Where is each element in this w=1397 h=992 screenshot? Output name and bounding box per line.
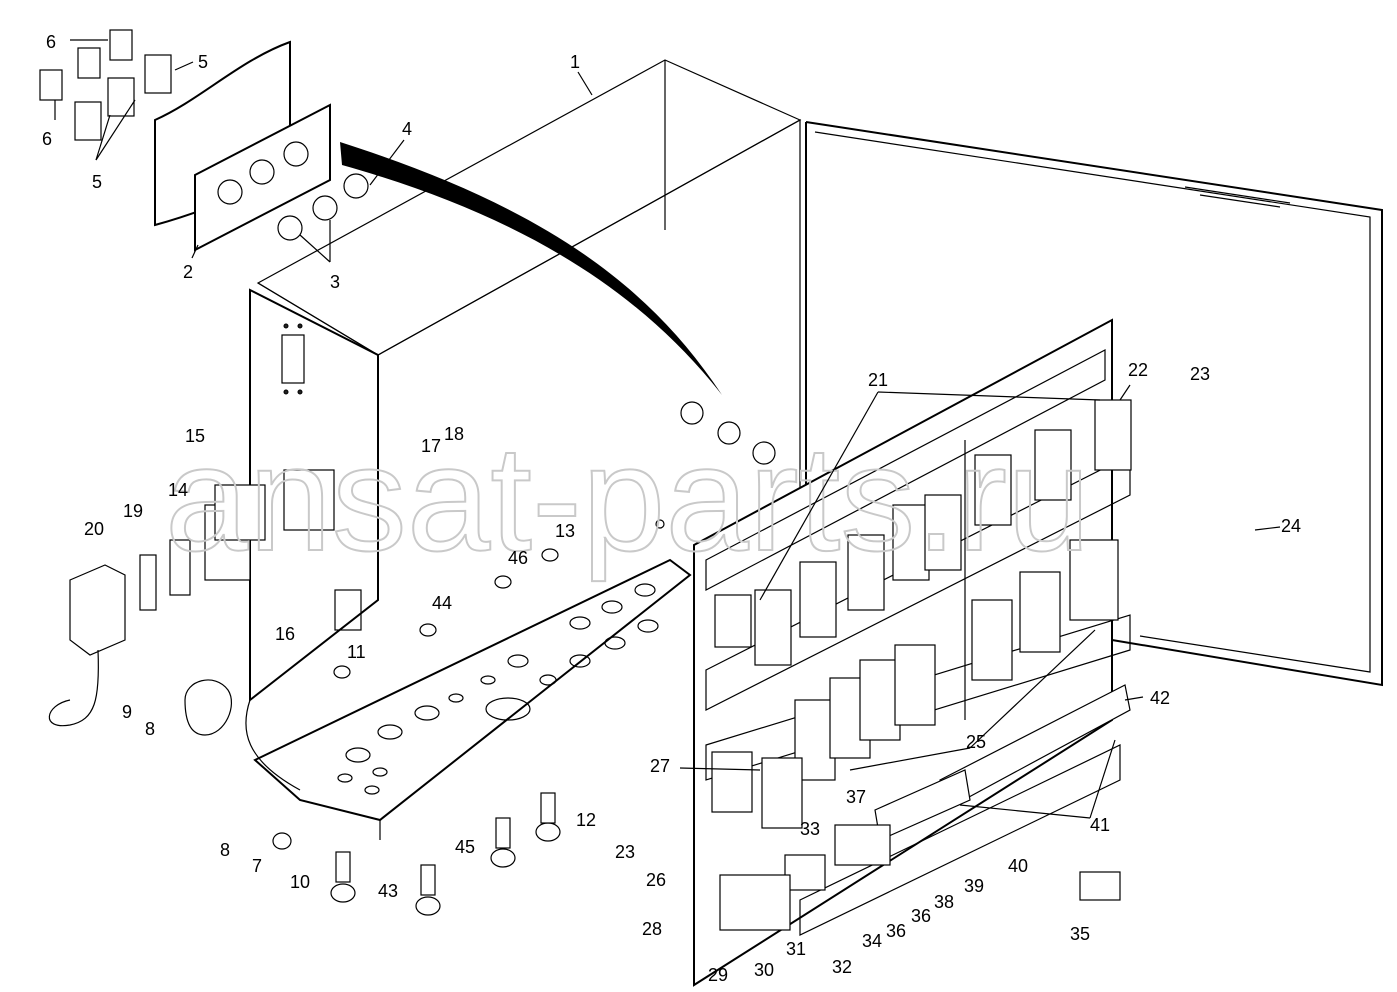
callout-14: 14 <box>168 480 188 500</box>
small-switches <box>39 29 172 141</box>
callout-28: 28 <box>642 919 662 939</box>
cable-glands <box>272 548 561 916</box>
callout-21: 21 <box>868 370 888 390</box>
callout-26: 26 <box>646 870 666 890</box>
callout-37: 37 <box>846 787 866 807</box>
callout-6b: 6 <box>42 129 52 149</box>
callout-10: 10 <box>290 872 310 892</box>
callout-3: 3 <box>330 272 340 292</box>
callout-34: 34 <box>862 931 882 951</box>
callout-9: 9 <box>122 702 132 722</box>
callout-27: 27 <box>650 756 670 776</box>
callout-43: 43 <box>378 881 398 901</box>
callout-42: 42 <box>1150 688 1170 708</box>
callout-40: 40 <box>1008 856 1028 876</box>
callout-36b: 36 <box>911 906 931 926</box>
callout-13: 13 <box>555 521 575 541</box>
callout-20: 20 <box>84 519 104 539</box>
callout-8b: 8 <box>145 719 155 739</box>
watermark-text: ansat-parts.ru <box>165 414 1090 582</box>
callout-29: 29 <box>708 965 728 985</box>
callout-15: 15 <box>185 426 205 446</box>
side-components <box>48 484 266 736</box>
callout-31: 31 <box>786 939 806 959</box>
callout-23a: 23 <box>1190 364 1210 384</box>
cabinet-body <box>245 59 802 840</box>
callout-30: 30 <box>754 960 774 980</box>
callout-36a: 36 <box>886 921 906 941</box>
callout-11: 11 <box>347 642 366 662</box>
callout-5a: 5 <box>198 52 208 72</box>
callout-7: 7 <box>252 856 262 876</box>
callout-19: 19 <box>123 501 143 521</box>
callout-18: 18 <box>444 424 464 444</box>
callout-8a: 8 <box>220 840 230 860</box>
breaker-row-middle <box>711 539 1119 829</box>
callout-labels: 1 2 3 4 5 5 6 6 7 8 8 9 10 11 12 13 14 1… <box>42 32 1301 985</box>
callout-24: 24 <box>1281 516 1301 536</box>
callout-12: 12 <box>576 810 596 830</box>
callout-38: 38 <box>934 892 954 912</box>
callout-22: 22 <box>1128 360 1148 380</box>
callout-4: 4 <box>402 119 412 139</box>
assembly-arrow <box>340 142 722 395</box>
callout-16: 16 <box>275 624 295 644</box>
callout-2: 2 <box>183 262 193 282</box>
leader-lines <box>54 39 1281 819</box>
callout-45: 45 <box>455 837 475 857</box>
relay-row-top <box>714 399 1132 666</box>
callout-17: 17 <box>421 436 441 456</box>
cover-plate <box>154 40 369 252</box>
callout-35: 35 <box>1070 924 1090 944</box>
callout-1: 1 <box>570 52 580 72</box>
callout-23b: 23 <box>615 842 635 862</box>
callout-46: 46 <box>508 548 528 568</box>
callout-44: 44 <box>432 593 452 613</box>
callout-25: 25 <box>966 732 986 752</box>
callout-41: 41 <box>1090 815 1110 835</box>
terminal-blocks <box>719 684 1131 931</box>
callout-32: 32 <box>832 957 852 977</box>
callout-39: 39 <box>964 876 984 896</box>
callout-5b: 5 <box>92 172 102 192</box>
callout-33: 33 <box>800 819 820 839</box>
callout-6a: 6 <box>46 32 56 52</box>
